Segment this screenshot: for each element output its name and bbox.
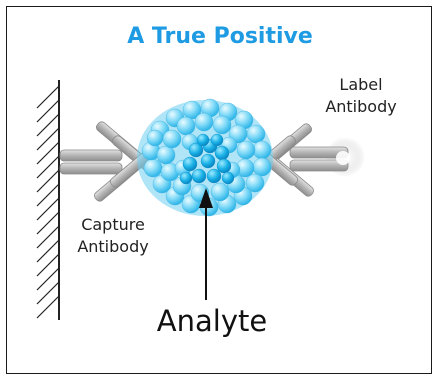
- analyte-arrow: [199, 188, 213, 300]
- diagram-title: A True Positive: [127, 24, 313, 49]
- label-antibody-label: Label Antibody: [306, 74, 416, 118]
- label-antibody-line1: Label: [339, 75, 383, 94]
- analyte-label: Analyte: [156, 304, 268, 338]
- label-antibody-line2: Antibody: [325, 97, 397, 116]
- surface-wall: [36, 80, 60, 320]
- capture-antibody-line1: Capture: [81, 215, 145, 234]
- capture-antibody-line2: Antibody: [77, 237, 149, 256]
- analyte-cluster: [137, 98, 273, 217]
- label-antibody: [252, 123, 365, 197]
- capture-antibody-label: Capture Antibody: [58, 214, 168, 258]
